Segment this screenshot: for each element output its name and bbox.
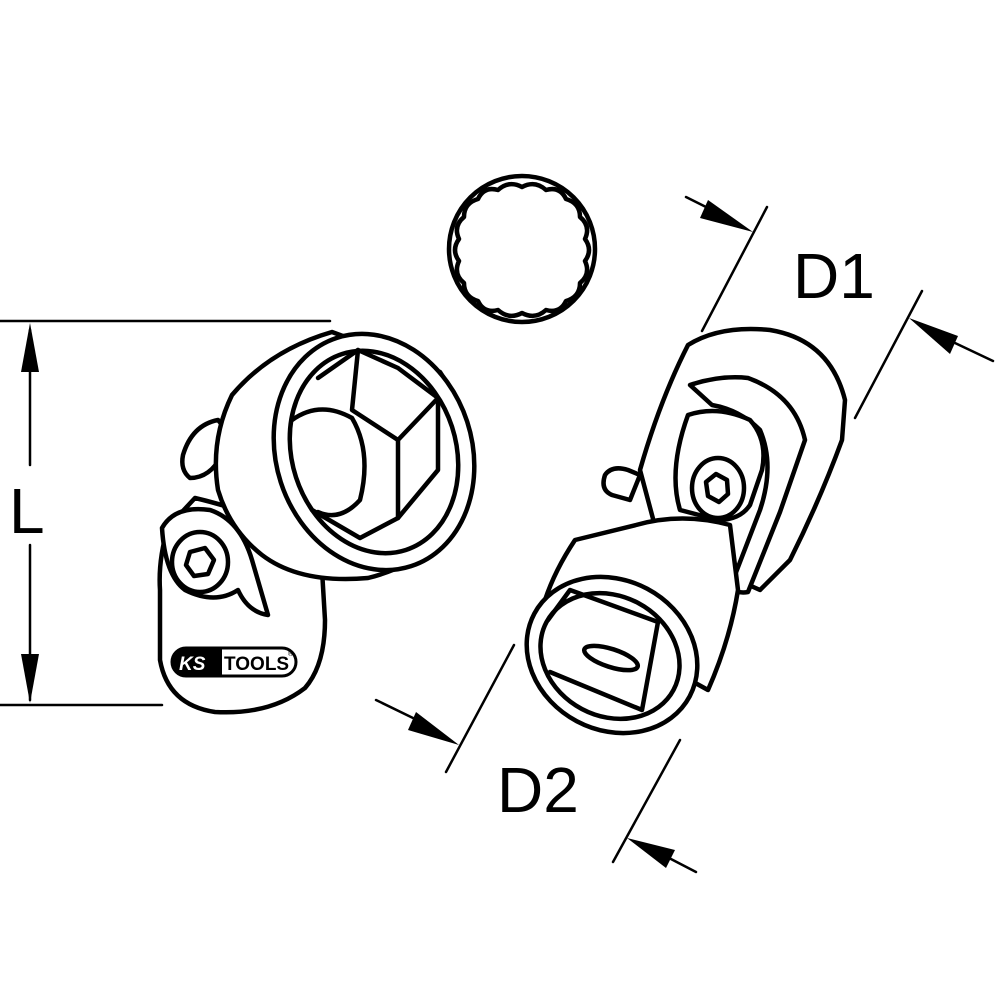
arrow-d1-left-icon: [700, 200, 753, 232]
extension-line-d1-left: [700, 205, 769, 333]
socket-hex-edges: [349, 347, 441, 521]
logo-registered: ®: [288, 650, 294, 658]
arrow-d2-left-icon: [408, 712, 459, 745]
arrow-d2-right-icon: [627, 838, 675, 868]
dimension-label-D2: D2: [497, 754, 579, 826]
dimension-label-D1: D1: [793, 240, 875, 312]
leader-d1-right: [953, 341, 995, 363]
logo-left-block: [172, 648, 222, 676]
ks-tools-logo: KS TOOLS ®: [170, 646, 298, 678]
pivot-pin-head: [169, 529, 231, 595]
pivot-pin-head-right: [689, 455, 747, 521]
socket-rim-inner: [287, 348, 461, 556]
extension-line-d2-right: [611, 738, 682, 864]
profile-outer-circle: [446, 173, 598, 325]
arrow-down-icon: [21, 654, 39, 703]
arrow-up-icon: [21, 323, 39, 372]
dimension-D1: D1: [684, 195, 995, 420]
arrow-d1-right-icon: [909, 318, 958, 354]
detent-ball-hole: [581, 643, 641, 673]
socket-hex-interior: [309, 347, 441, 541]
drive-square-inner: [289, 407, 367, 518]
extension-line-d1-right: [853, 289, 924, 420]
extension-line-d2-left: [444, 643, 516, 774]
hex-key-icon-right: [703, 471, 731, 505]
leader-d2-left: [374, 698, 415, 720]
dimension-D2: D2: [374, 643, 698, 874]
universal-joint-angled-view: KS TOOLS ®: [157, 329, 477, 715]
universal-joint-straight-view: [524, 326, 848, 736]
logo-tools: TOOLS: [224, 654, 289, 675]
profile-12-point-outline: [452, 181, 592, 319]
cross-pin-end: [601, 466, 643, 503]
socket-rim-outer: [271, 331, 477, 573]
leader-d2-right: [667, 856, 698, 874]
dimension-L: L: [0, 319, 332, 707]
square-drive-hole: [545, 587, 661, 713]
hex-key-icon: [183, 545, 217, 579]
profile-view-12-point: [446, 173, 598, 325]
dimension-label-L: L: [9, 475, 45, 547]
logo-ks: KS: [179, 654, 206, 675]
drive-end-rim-inner: [538, 590, 682, 722]
